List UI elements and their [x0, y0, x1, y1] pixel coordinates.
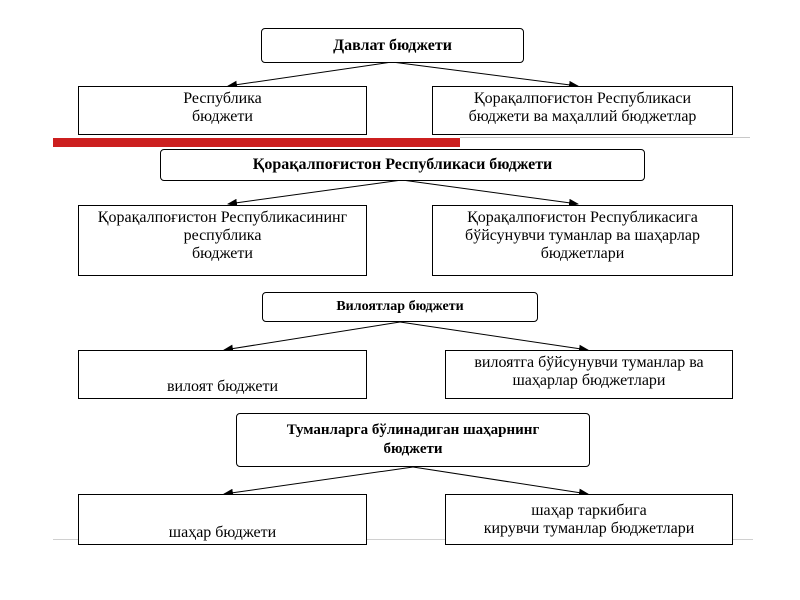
region-districts-cities-box: вилоятга бўйсунувчи туманлар ва шаҳарлар…: [445, 350, 733, 399]
kr-local-line-1: Қорақалпоғистон Республикаси: [473, 90, 692, 107]
kr-districts-line-3: бюджетлари: [540, 245, 625, 262]
kr-districts-cities-box: Қорақалпоғистон Республикасига бўйсунувч…: [432, 205, 733, 276]
region-budget-line-1: вилоят бюджети: [166, 378, 279, 395]
gray-rule-bottom: [53, 539, 753, 540]
arrow-s3-right: [399, 321, 589, 353]
city-districts-line-1: шаҳар таркибига: [531, 501, 647, 519]
karakalpakstan-budget-header-text: Қорақалпоғистон Республикаси бюджети: [252, 156, 553, 173]
kr-districts-line-2: бўйсунувчи туманлар ва шаҳарлар: [465, 227, 700, 244]
city-budget-box: шаҳар бюджети: [78, 494, 367, 545]
arrow-s1-left: [227, 61, 393, 89]
kr-republic-line-3: бюджети: [192, 245, 253, 262]
regional-budgets-header-text: Вилоятлар бюджети: [336, 299, 464, 314]
regional-budgets-header: Вилоятлар бюджети: [262, 292, 538, 322]
city-header-line-2: бюджети: [383, 441, 443, 457]
kr-republic-line-2: республика: [183, 227, 262, 244]
region-budget-box: вилоят бюджети: [78, 350, 367, 399]
kr-republic-budget-box: Қорақалпоғистон Республикасининг республ…: [78, 205, 367, 276]
state-budget-header-text: Давлат бюджети: [333, 36, 452, 54]
arrow-s2-left: [227, 179, 403, 207]
region-districts-line-2: шаҳарлар бюджетлари: [512, 372, 666, 389]
city-budget-line-1: шаҳар бюджети: [168, 524, 277, 541]
karakalpakstan-and-local-budgets-box: Қорақалпоғистон Республикаси бюджети ва …: [432, 86, 733, 135]
kr-republic-line-1: Қорақалпоғистон Республикасининг: [97, 209, 348, 226]
arrow-s2-right: [401, 179, 579, 207]
region-districts-line-1: вилоятга бўйсунувчи туманлар ва: [474, 354, 704, 371]
arrow-s4-right: [412, 466, 589, 497]
kr-districts-line-1: Қорақалпоғистон Республикасига: [467, 209, 698, 226]
republic-budget-box: Республика бюджети: [78, 86, 367, 135]
city-with-districts-header: Туманларга бўлинадиган шаҳарнинг бюджети: [236, 413, 590, 467]
karakalpakstan-budget-header: Қорақалпоғистон Республикаси бюджети: [160, 149, 645, 181]
arrow-s3-left: [223, 321, 401, 353]
kr-local-line-2: бюджети ва маҳаллий бюджетлар: [468, 108, 697, 125]
arrow-s4-left: [223, 466, 414, 497]
republic-budget-line-1: Республика: [183, 90, 262, 107]
city-districts-line-2: кирувчи туманлар бюджетлари: [483, 519, 695, 537]
republic-budget-line-2: бюджети: [192, 108, 253, 125]
city-header-line-1: Туманларга бўлинадиган шаҳарнинг: [286, 422, 540, 438]
city-districts-budgets-box: шаҳар таркибига кирувчи туманлар бюджетл…: [445, 494, 733, 545]
state-budget-header: Давлат бюджети: [261, 28, 524, 63]
arrow-s1-right: [391, 61, 579, 89]
red-accent-bar: [53, 138, 460, 147]
gray-rule-top: [460, 137, 750, 138]
